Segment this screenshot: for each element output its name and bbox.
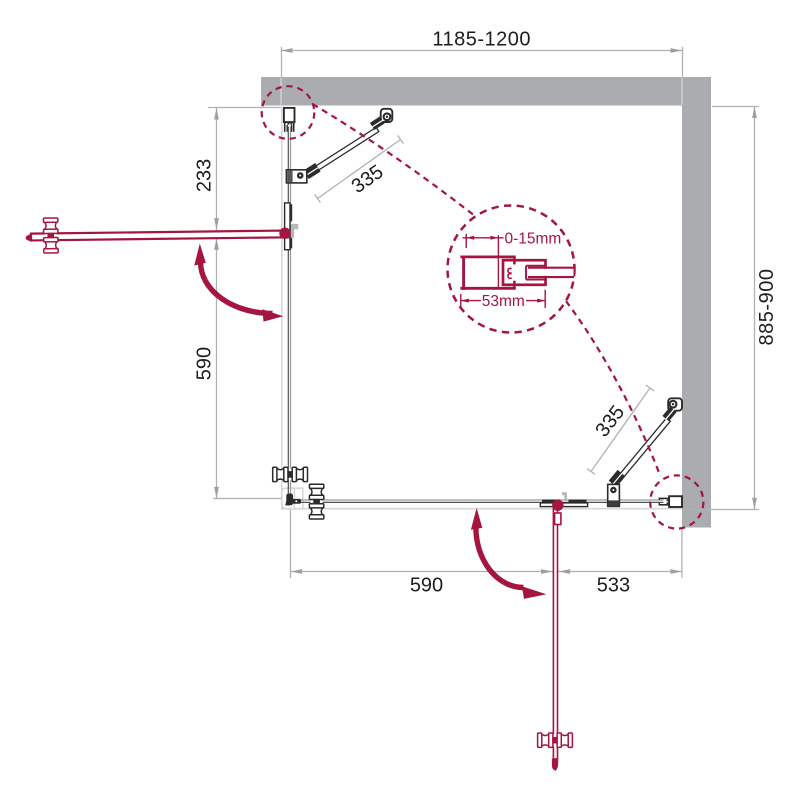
svg-text:1185-1200: 1185-1200 [432,28,531,50]
svg-text:53mm: 53mm [482,293,525,310]
svg-text:533: 533 [597,575,630,597]
svg-text:590: 590 [410,575,443,597]
svg-text:335: 335 [348,161,388,198]
svg-text:590: 590 [194,347,216,380]
svg-text:885-900: 885-900 [756,269,778,346]
svg-text:0-15mm: 0-15mm [505,230,562,247]
svg-text:233: 233 [194,159,216,192]
svg-text:335: 335 [591,401,629,441]
